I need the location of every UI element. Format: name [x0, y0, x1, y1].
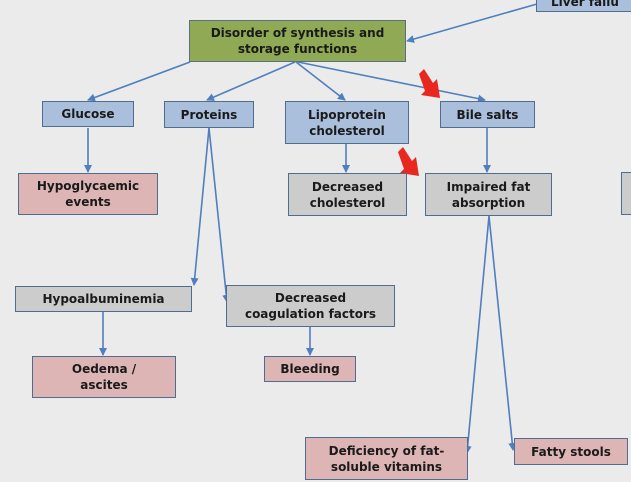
node-oedema: Oedema / ascites — [32, 356, 176, 398]
arrow-proteins-to-decreased-coag — [208, 127, 231, 303]
node-disorder: Disorder of synthesis and storage functi… — [189, 20, 406, 62]
node-oedema-label: Oedema / ascites — [71, 362, 137, 392]
node-decreased-cholesterol: Decreased cholesterol — [288, 173, 407, 216]
node-lipoprotein: Lipoprotein cholesterol — [285, 101, 409, 144]
node-liver-failure-label: Liver failu — [551, 0, 619, 9]
node-hypoalbuminemia-label: Hypoalbuminemia — [42, 292, 165, 306]
node-deficiency-vitamins-label: Deficiency of fat-soluble vitamins — [328, 443, 445, 474]
arrow-impaired-fat-to-fatty-stools — [488, 215, 517, 451]
arrow-disorder-to-bile-salts — [297, 61, 486, 103]
node-hypoglycaemic-label: Hypoglycaemic events — [36, 179, 140, 209]
node-decreased-coag-label: Decreased coagulation factors — [244, 291, 377, 321]
node-decreased-cholesterol-label: Decreased cholesterol — [309, 179, 386, 210]
node-fatty-stools: Fatty stools — [514, 438, 628, 465]
node-proteins-label: Proteins — [180, 107, 238, 122]
arrow-liver-to-disorder — [406, 3, 538, 43]
node-proteins: Proteins — [164, 101, 254, 128]
node-impaired-fat-label: Impaired fat absorption — [446, 179, 531, 210]
node-bleeding: Bleeding — [264, 356, 356, 382]
arrow-disorder-to-glucose — [87, 61, 191, 102]
arrow-disorder-to-lipoprotein — [295, 61, 346, 101]
node-hypoglycaemic: Hypoglycaemic events — [18, 173, 158, 215]
node-offscreen-right — [621, 172, 631, 215]
node-bile-salts: Bile salts — [440, 101, 535, 128]
node-hypoalbuminemia: Hypoalbuminemia — [15, 286, 192, 312]
node-bile-salts-label: Bile salts — [456, 107, 519, 122]
node-fatty-stools-label: Fatty stools — [531, 444, 611, 459]
highlight-arrow-impaired-fat — [398, 147, 419, 176]
node-lipoprotein-label: Lipoprotein cholesterol — [308, 107, 386, 138]
node-glucose-label: Glucose — [61, 107, 115, 121]
node-bleeding-label: Bleeding — [280, 362, 340, 376]
node-liver-failure: Liver failu — [536, 0, 631, 12]
node-decreased-coag: Decreased coagulation factors — [226, 285, 395, 327]
arrow-impaired-fat-to-deficiency — [463, 215, 490, 454]
arrow-proteins-to-hypoalbuminemia — [190, 127, 210, 286]
node-glucose: Glucose — [42, 101, 134, 127]
node-impaired-fat: Impaired fat absorption — [425, 173, 552, 216]
highlight-arrow-bile-salts — [419, 69, 440, 98]
arrow-disorder-to-proteins — [206, 61, 296, 101]
node-deficiency-vitamins: Deficiency of fat-soluble vitamins — [305, 437, 468, 480]
node-disorder-label: Disorder of synthesis and storage functi… — [210, 26, 385, 56]
